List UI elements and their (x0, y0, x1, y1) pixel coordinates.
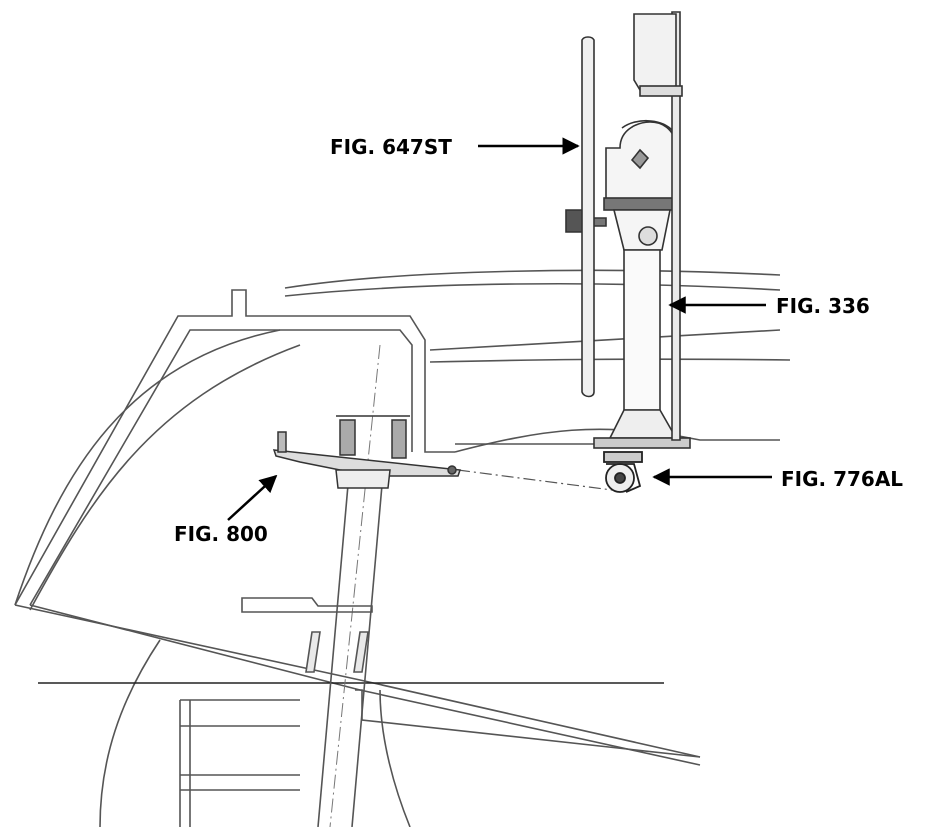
label-fig-776al: FIG. 776AL (781, 467, 904, 491)
label-fig-647st: FIG. 647ST (330, 135, 452, 159)
steering-wheel-fig-647st (581, 36, 595, 398)
steering-pedestal-fig-336 (565, 11, 691, 449)
label-fig-800: FIG. 800 (174, 522, 268, 546)
rudder-centerline (329, 344, 381, 827)
cable-line (457, 469, 613, 491)
pulley-fig-776al (603, 451, 643, 493)
arrow-fig-800 (227, 474, 278, 521)
boat-hull (14, 269, 791, 827)
quadrant-fig-800 (272, 415, 462, 489)
label-fig-336: FIG. 336 (776, 294, 870, 318)
rudder-stock (241, 484, 383, 827)
